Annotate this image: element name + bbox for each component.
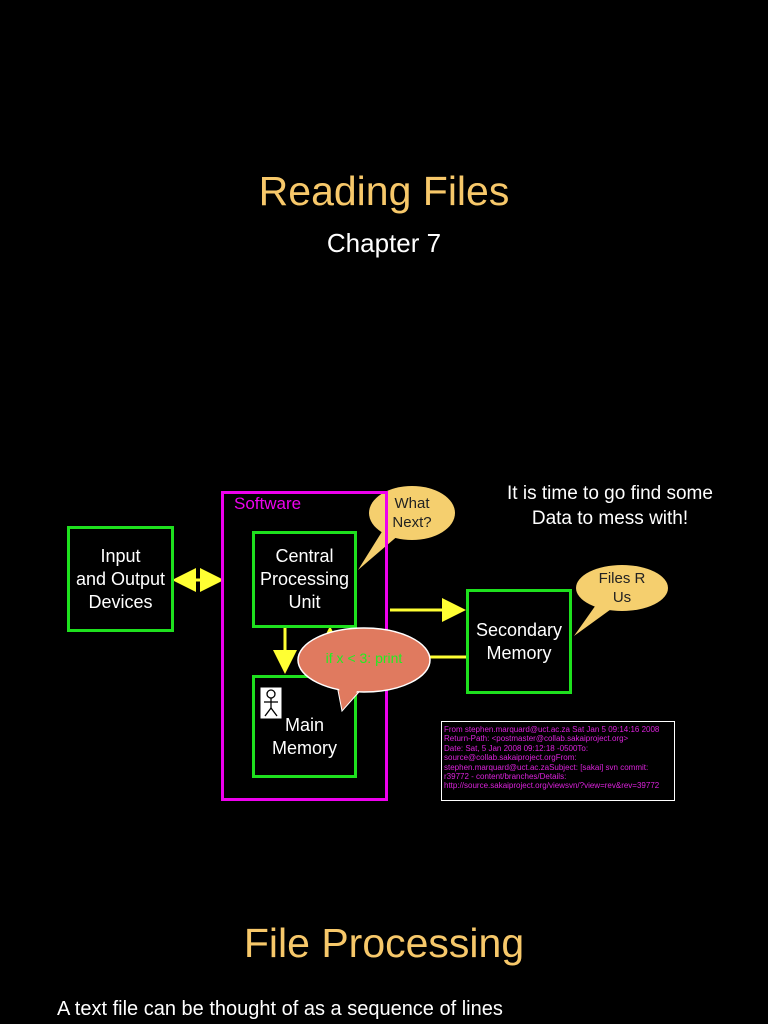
- cpu-label: Central Processing Unit: [259, 546, 350, 612]
- slide2-body: A text file can be thought of as a seque…: [57, 998, 503, 1020]
- cpu-box: Central Processing Unit: [252, 531, 357, 628]
- secondary-memory-label: Secondary Memory: [475, 619, 563, 663]
- message-text: It is time to go find some Data to mess …: [507, 483, 713, 529]
- main-memory-box: Main Memory: [252, 675, 357, 778]
- what-next-bubble: [358, 486, 455, 570]
- slide-subtitle: Chapter 7: [326, 228, 442, 258]
- files-bubble: [574, 565, 668, 636]
- slide-title: Reading Files: [258, 168, 510, 214]
- what-next-text: What Next?: [392, 495, 432, 531]
- io-devices-box: Input and Output Devices: [67, 526, 174, 632]
- io-devices-label: Input and Output Devices: [75, 545, 166, 612]
- main-memory-label: Main Memory: [271, 714, 337, 758]
- email-snippet: From stephen.marquard@uct.ac.za Sat Jan …: [441, 721, 675, 801]
- slide2-title: File Processing: [243, 920, 525, 966]
- code-bubble-text: if x < 3: print: [325, 650, 403, 666]
- files-bubble-text: Files R Us: [598, 570, 646, 606]
- secondary-memory-box: Secondary Memory: [466, 589, 572, 694]
- software-label: Software: [234, 494, 302, 513]
